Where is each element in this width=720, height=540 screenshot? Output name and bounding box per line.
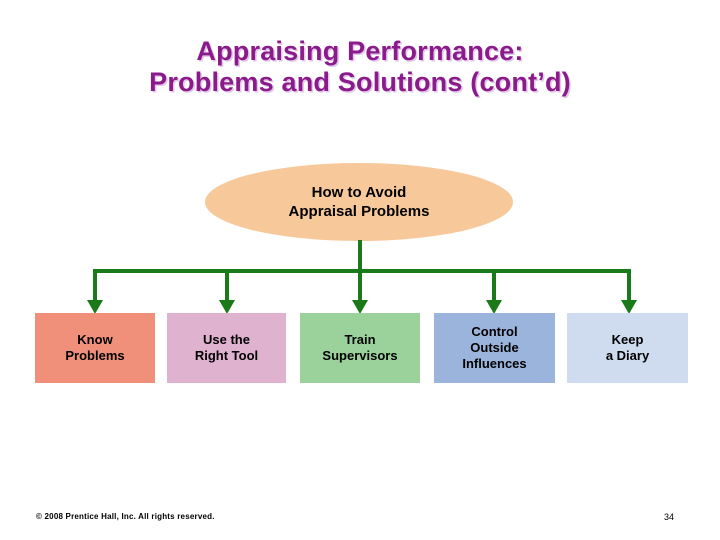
solution-box-control-outside-influences: Control Outside Influences bbox=[434, 313, 555, 383]
arrowhead-icon-1 bbox=[87, 300, 103, 314]
connector-stem-vertical bbox=[358, 240, 362, 273]
solution-box-use-the-right-tool: Use the Right Tool bbox=[167, 313, 286, 383]
arrowhead-icon-4 bbox=[486, 300, 502, 314]
connector-horizontal-bar bbox=[93, 269, 631, 273]
connector-drop-2 bbox=[225, 269, 229, 303]
page-title: Appraising Performance: Problems and Sol… bbox=[149, 36, 571, 97]
solution-box-label: Control Outside Influences bbox=[462, 324, 527, 371]
arrowhead-icon-2 bbox=[219, 300, 235, 314]
solution-box-know-problems: Know Problems bbox=[35, 313, 155, 383]
oval-node-label: How to Avoid Appraisal Problems bbox=[288, 184, 430, 220]
arrowhead-icon-5 bbox=[621, 300, 637, 314]
solution-box-label: Know Problems bbox=[65, 332, 125, 363]
solution-box-train-supervisors: Train Supervisors bbox=[300, 313, 420, 383]
solution-box-keep-a-diary: Keep a Diary bbox=[567, 313, 688, 383]
footer-page-number: 34 bbox=[664, 512, 675, 522]
connector-drop-3 bbox=[358, 269, 362, 303]
solution-box-label: Keep a Diary bbox=[605, 332, 650, 363]
solution-box-label: Use the Right Tool bbox=[194, 332, 259, 363]
solution-box-label: Train Supervisors bbox=[322, 332, 398, 363]
connector-drop-1 bbox=[93, 269, 97, 303]
oval-node-how-to-avoid: How to Avoid Appraisal Problems bbox=[205, 163, 513, 241]
arrowhead-icon-3 bbox=[352, 300, 368, 314]
footer-copyright: © 2008 Prentice Hall, Inc. All rights re… bbox=[36, 512, 215, 521]
connector-drop-4 bbox=[492, 269, 496, 303]
connector-drop-5 bbox=[627, 269, 631, 303]
